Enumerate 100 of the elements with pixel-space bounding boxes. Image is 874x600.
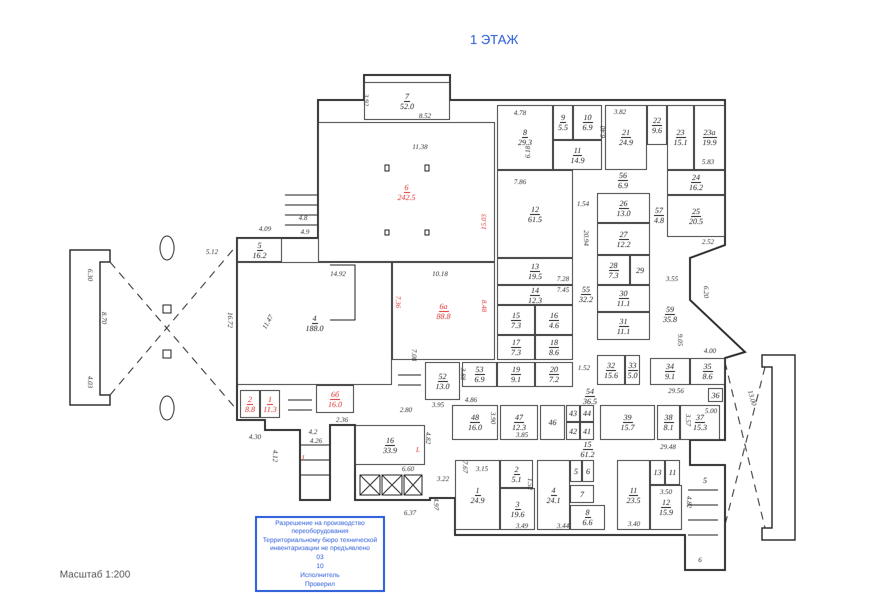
room: [500, 488, 535, 530]
room-number: 5: [574, 466, 578, 476]
room-number: 47: [514, 413, 524, 423]
room-area: 9.6: [652, 126, 662, 134]
room-number: 10: [582, 113, 592, 123]
room-number: 13: [530, 262, 540, 272]
room-number: 19: [511, 365, 521, 375]
room-area: 242.5: [398, 192, 416, 202]
room-number: 14: [530, 286, 540, 296]
room-number: 54: [585, 387, 595, 397]
room-number: 29: [636, 266, 644, 274]
room: [580, 422, 594, 440]
room: [392, 262, 495, 360]
room-area: 24.1: [546, 496, 560, 504]
room-area: 19.9: [702, 138, 716, 147]
room-area: 61.5: [528, 214, 542, 224]
room-number: 13: [654, 468, 662, 477]
room: [625, 355, 640, 385]
room: [630, 255, 650, 285]
room-area: 16.0: [328, 400, 342, 408]
room-area: 8.6: [549, 348, 559, 357]
room-area: 14.9: [570, 156, 584, 164]
room: [597, 255, 630, 285]
room-area: 16.2: [252, 250, 266, 260]
room-area: 5.0: [628, 370, 638, 380]
room: [497, 362, 535, 387]
room-area: 52.0: [400, 102, 414, 110]
room: [535, 335, 573, 360]
room-number: 4: [312, 314, 318, 324]
room-number: 48: [470, 413, 480, 423]
room: [570, 485, 594, 503]
room-number: 5: [256, 240, 262, 250]
room-area: 15.1: [674, 138, 688, 147]
room: [597, 223, 650, 255]
room: [597, 193, 650, 223]
room: [497, 105, 553, 170]
room-area: 7.3: [608, 270, 618, 280]
room: [690, 358, 725, 385]
room: [650, 485, 682, 530]
room: [553, 140, 602, 170]
room-number: 17: [511, 338, 521, 348]
room-number: 18: [549, 338, 559, 348]
room: [497, 335, 535, 360]
room: [318, 122, 495, 262]
room-number: 44: [583, 409, 591, 418]
room: [260, 390, 280, 418]
room-number: 25: [691, 206, 701, 216]
room: [537, 460, 570, 530]
room-area: 35.8: [663, 314, 677, 324]
room-number: 8: [584, 508, 590, 518]
room: [500, 405, 538, 440]
room-number: 20: [549, 365, 559, 375]
room: [657, 405, 680, 440]
room: [535, 305, 573, 335]
room-area: 7.3: [511, 348, 521, 357]
room-number: 35: [702, 362, 712, 372]
room-area: 16.0: [468, 423, 482, 432]
room-number: 31: [618, 316, 628, 326]
room: [425, 362, 460, 400]
room-area: 13.0: [436, 382, 450, 390]
room-area: 8.1: [664, 423, 674, 432]
room-number: 28: [608, 260, 618, 270]
room-number: 59: [665, 304, 675, 314]
room: [497, 305, 535, 335]
room-number: 42: [569, 426, 577, 436]
room: [316, 385, 354, 413]
room-number: 7: [580, 490, 584, 498]
room-area: 6.9: [474, 375, 484, 384]
room-area: 24.9: [470, 496, 484, 504]
room: [535, 362, 573, 387]
room: [452, 405, 498, 440]
room-number: 22: [652, 116, 662, 126]
room-number: 27: [618, 230, 628, 240]
room-number: 16: [549, 310, 559, 320]
room-area: 61.2: [580, 450, 594, 459]
room-number: 9: [560, 113, 566, 123]
room: [605, 105, 647, 170]
room-area: 12.3: [528, 296, 542, 304]
room-number: 1: [267, 394, 273, 404]
room: [667, 195, 725, 237]
room-area: 5.1: [512, 474, 522, 484]
room: [497, 170, 573, 258]
room: [570, 505, 605, 530]
room-number: 21: [621, 128, 631, 138]
room-number: 55: [581, 284, 591, 294]
room: [650, 358, 690, 385]
room-area: 6.9: [582, 123, 592, 132]
room: [667, 105, 694, 170]
room-number: 15: [511, 310, 521, 320]
room-number: 36: [712, 390, 720, 400]
room-area: 7.3: [511, 320, 521, 330]
room-number: 33: [628, 360, 638, 370]
room: [647, 105, 667, 145]
room-area: 4.6: [549, 320, 559, 330]
room-area: 8.8: [245, 404, 255, 414]
room: [680, 405, 720, 440]
room: [570, 460, 582, 482]
room-area: 9.1: [665, 372, 675, 381]
room: [566, 405, 580, 422]
room: [497, 285, 573, 305]
